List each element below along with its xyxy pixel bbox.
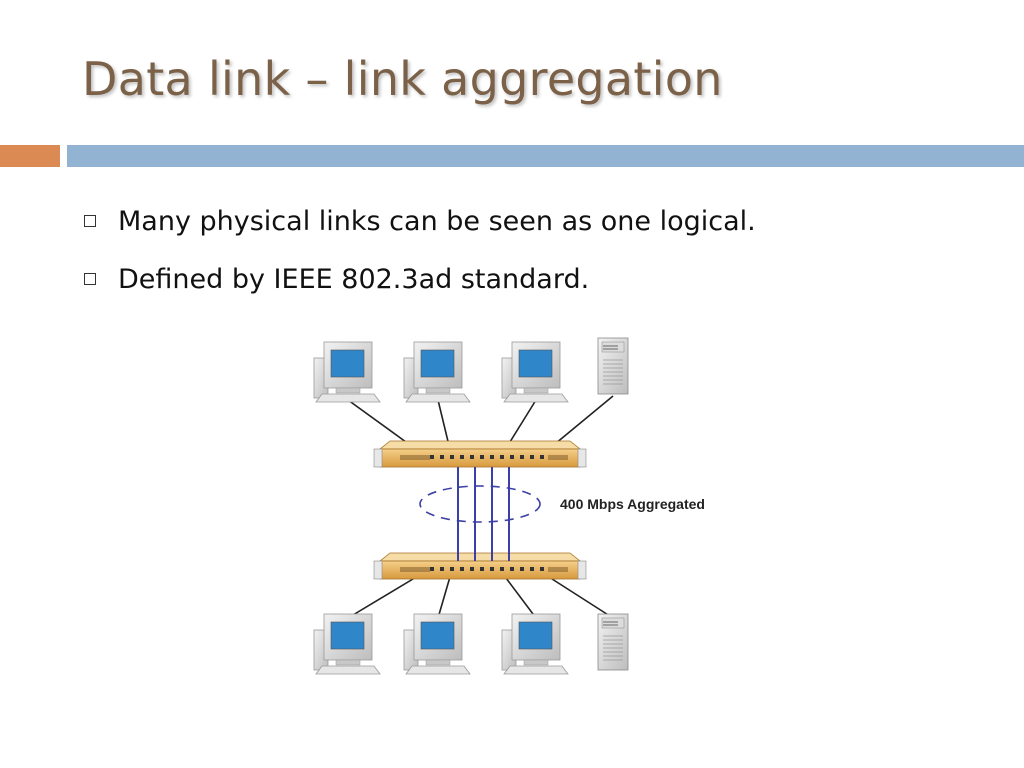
- port-icon: [440, 455, 444, 459]
- aggregate-label: 400 Mbps Aggregated: [560, 496, 705, 512]
- aggregation-ring: [419, 485, 541, 523]
- square-bullet-icon: [84, 273, 96, 285]
- accent-bar-orange: [0, 145, 60, 167]
- pc-icon: [501, 341, 569, 403]
- port-icon: [520, 455, 524, 459]
- port-icon: [480, 455, 484, 459]
- port-icon: [530, 567, 534, 571]
- port-icon: [450, 567, 454, 571]
- aggregated-trunk-links: [457, 467, 510, 561]
- bullet-list: Many physical links can be seen as one l…: [82, 192, 756, 308]
- accent-bar-blue: [67, 145, 1024, 167]
- port-icon: [510, 455, 514, 459]
- bullet-item: Many physical links can be seen as one l…: [82, 192, 756, 250]
- port-icon: [530, 455, 534, 459]
- port-icon: [510, 567, 514, 571]
- port-icon: [470, 455, 474, 459]
- server-icon: [597, 337, 629, 395]
- slide-title: Data link – link aggregation: [82, 52, 723, 106]
- square-bullet-icon: [84, 215, 96, 227]
- port-icon: [490, 567, 494, 571]
- top-switch: [373, 440, 587, 468]
- port-icon: [540, 455, 544, 459]
- pc-icon: [403, 613, 471, 675]
- port-icon: [440, 567, 444, 571]
- port-icon: [470, 567, 474, 571]
- switch-ports: [430, 455, 544, 571]
- port-icon: [520, 567, 524, 571]
- pc-icon: [313, 341, 381, 403]
- port-icon: [460, 567, 464, 571]
- link-aggregation-diagram: 400 Mbps Aggregated: [313, 337, 705, 675]
- bottom-switch: [373, 552, 587, 580]
- port-icon: [490, 455, 494, 459]
- port-icon: [540, 567, 544, 571]
- port-icon: [430, 455, 434, 459]
- port-icon: [450, 455, 454, 459]
- bottom-devices: [313, 613, 629, 675]
- pc-icon: [403, 341, 471, 403]
- pc-icon: [501, 613, 569, 675]
- pc-icon: [313, 613, 381, 675]
- port-icon: [500, 567, 504, 571]
- bullet-text: Many physical links can be seen as one l…: [118, 205, 756, 237]
- bullet-item: Defined by IEEE 802.3ad standard.: [82, 250, 756, 308]
- port-icon: [460, 455, 464, 459]
- bullet-text: Defined by IEEE 802.3ad standard.: [118, 263, 590, 295]
- port-icon: [500, 455, 504, 459]
- port-icon: [430, 567, 434, 571]
- port-icon: [480, 567, 484, 571]
- top-devices: [313, 337, 629, 403]
- server-icon: [597, 613, 629, 671]
